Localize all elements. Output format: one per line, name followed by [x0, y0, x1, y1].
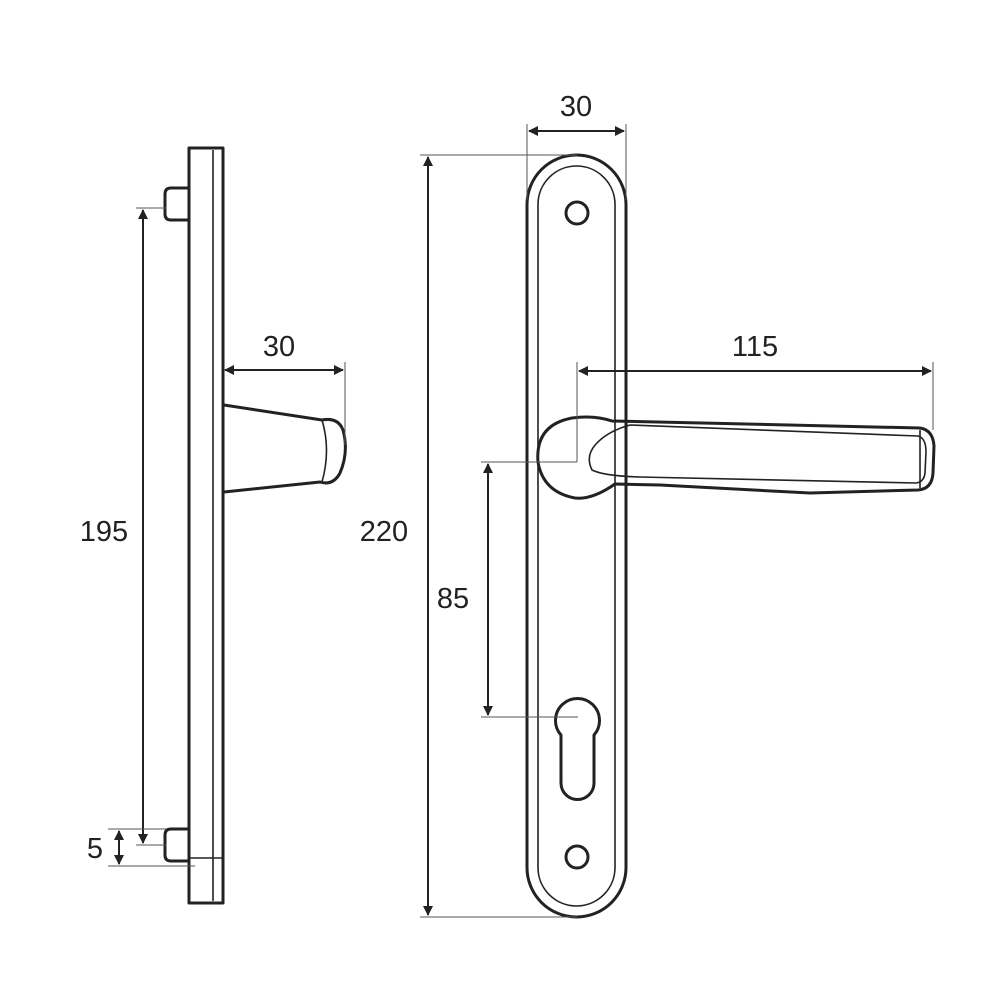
top-screw-hole: [564, 200, 590, 226]
front-view: 30 220 115 85: [360, 91, 936, 919]
side-backplate: [187, 146, 225, 905]
cylinder-keyhole: [554, 696, 601, 801]
side-view: 195 5 30: [80, 146, 347, 905]
dim-220-label: 220: [360, 516, 408, 548]
dim-85-label: 85: [437, 583, 469, 615]
bottom-screw-hole: [564, 844, 590, 870]
front-lever: [536, 415, 936, 500]
dim-5-label: 5: [87, 833, 103, 865]
front-backplate-inner: [537, 165, 616, 907]
dim-115-label: 115: [732, 331, 778, 363]
side-top-bolt: [163, 186, 191, 222]
side-bottom-bolt: [163, 827, 191, 863]
front-backplate: [525, 153, 628, 919]
dim-30-front-label: 30: [560, 91, 592, 123]
dim-30-side-label: 30: [263, 331, 295, 363]
dim-195-label: 195: [80, 516, 128, 548]
side-lever-end-ring: [321, 419, 328, 483]
front-lever-inner: [588, 424, 927, 484]
side-lever: [222, 403, 347, 494]
